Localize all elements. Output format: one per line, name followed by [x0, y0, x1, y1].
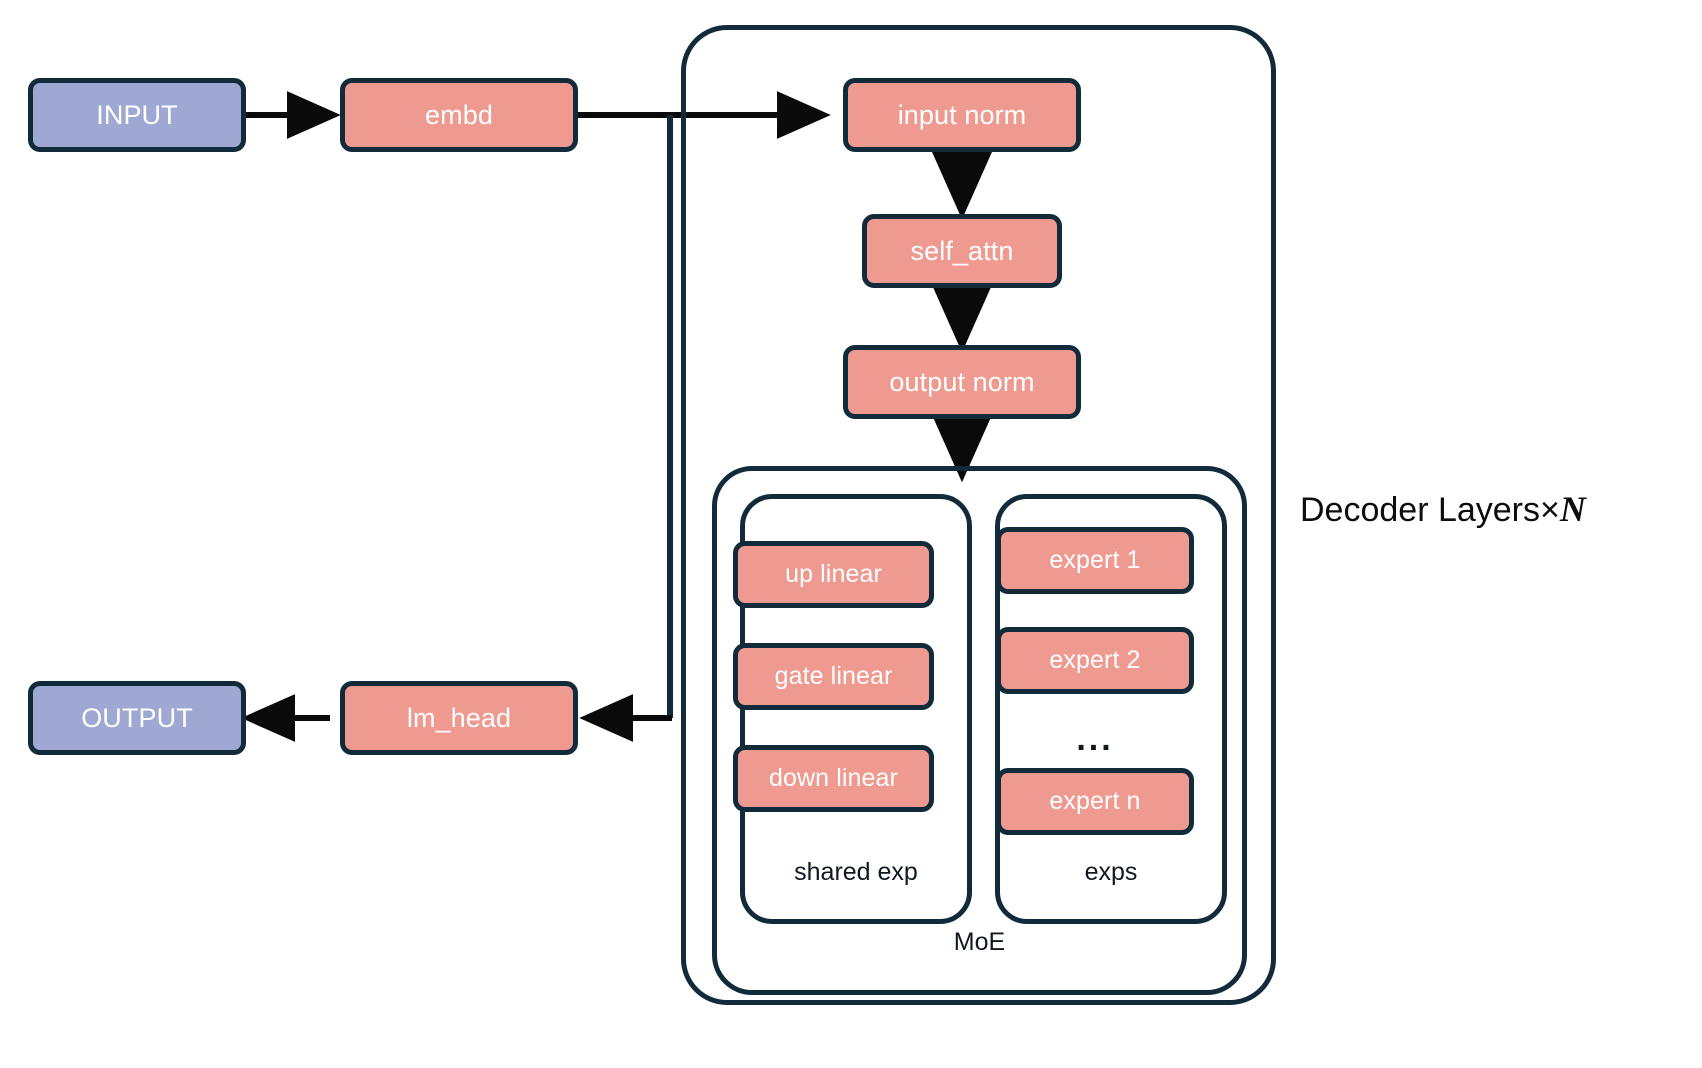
- node-embd[interactable]: embd: [340, 78, 578, 152]
- node-expert-2[interactable]: expert 2: [996, 627, 1194, 694]
- experts-ellipsis: ...: [1076, 720, 1114, 758]
- node-lm-head[interactable]: lm_head: [340, 681, 578, 755]
- decoder-layers-count-variable: N: [1559, 489, 1586, 529]
- node-input-norm[interactable]: input norm: [843, 78, 1081, 152]
- label-moe: MoE: [953, 928, 1006, 956]
- node-expert-1[interactable]: expert 1: [996, 527, 1194, 594]
- label-shared-exp: shared exp: [794, 858, 918, 886]
- label-decoder-layers: Decoder Layers×N: [1300, 488, 1586, 530]
- node-input[interactable]: INPUT: [28, 78, 246, 152]
- node-output[interactable]: OUTPUT: [28, 681, 246, 755]
- node-expert-n[interactable]: expert n: [996, 768, 1194, 835]
- decoder-layers-text: Decoder Layers×: [1300, 491, 1560, 529]
- node-self-attn[interactable]: self_attn: [862, 214, 1062, 288]
- node-down-linear[interactable]: down linear: [733, 745, 934, 812]
- node-output-norm[interactable]: output norm: [843, 345, 1081, 419]
- decoder-layers-group: [681, 25, 1276, 1005]
- label-exps: exps: [1084, 858, 1138, 886]
- node-up-linear[interactable]: up linear: [733, 541, 934, 608]
- node-gate-linear[interactable]: gate linear: [733, 643, 934, 710]
- experts-group: [995, 494, 1227, 924]
